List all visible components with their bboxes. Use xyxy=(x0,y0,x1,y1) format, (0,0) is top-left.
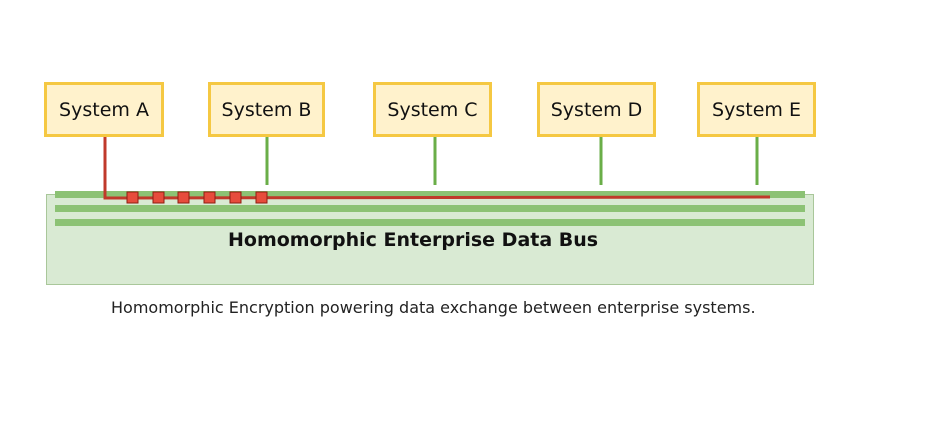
encrypted-packet-4 xyxy=(203,191,216,204)
system-d-box: System D xyxy=(537,82,656,137)
system-a-box: System A xyxy=(44,82,164,137)
system-e-label: System E xyxy=(712,98,801,121)
figure-caption: Homomorphic Encryption powering data exc… xyxy=(111,298,756,317)
system-c-box: System C xyxy=(373,82,492,137)
bus-line-3 xyxy=(55,219,805,226)
system-c-label: System C xyxy=(387,98,478,121)
system-a-label: System A xyxy=(59,98,149,121)
system-b-label: System B xyxy=(221,98,312,121)
encrypted-packet-1 xyxy=(126,191,139,204)
system-d-label: System D xyxy=(550,98,643,121)
bus-title: Homomorphic Enterprise Data Bus xyxy=(228,229,599,251)
bus-line-1 xyxy=(55,191,805,198)
system-e-box: System E xyxy=(697,82,816,137)
encrypted-packet-6 xyxy=(255,191,268,204)
encrypted-packet-3 xyxy=(177,191,190,204)
encrypted-data-path xyxy=(103,137,771,200)
bus-line-2 xyxy=(55,205,805,212)
encrypted-packet-2 xyxy=(152,191,165,204)
system-b-box: System B xyxy=(208,82,325,137)
encrypted-packet-5 xyxy=(229,191,242,204)
